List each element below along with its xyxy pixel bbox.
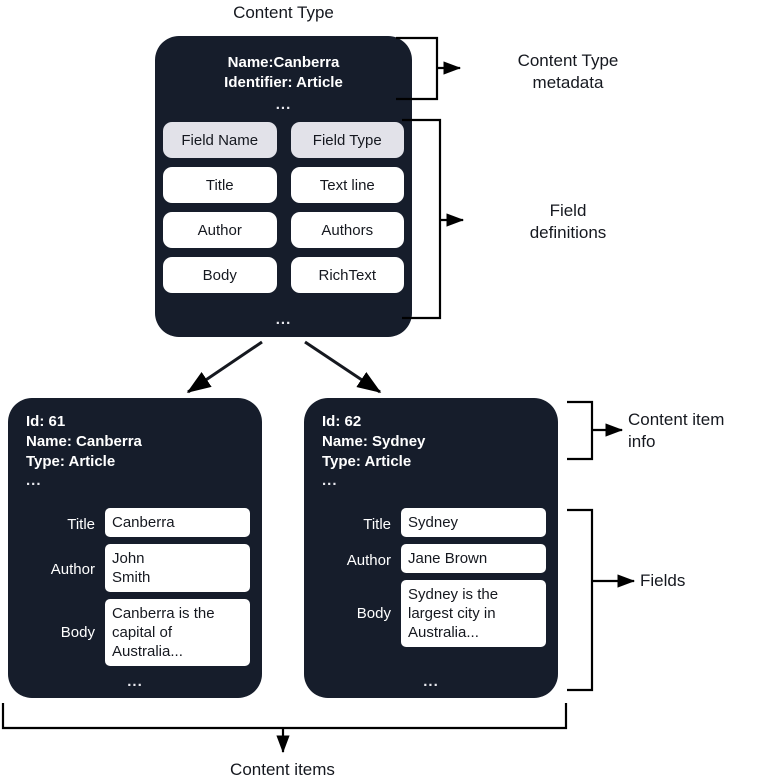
bracket-fields: [567, 508, 636, 692]
content-item-field-value-title-61[interactable]: Canberra: [105, 508, 250, 537]
content-item-field-value-body-61[interactable]: Canberra is the capital of Australia...: [105, 599, 250, 666]
field-row-author-type: Authors: [290, 212, 404, 248]
arrow-to-content-item-61: [186, 340, 263, 394]
content-type-meta-ellipsis: ...: [275, 96, 292, 113]
content-item-field-value-author-62[interactable]: Jane Brown: [401, 544, 546, 573]
content-item-info-block-61: Id: 61 Name: Canberra Type: Article: [26, 412, 142, 472]
content-item-fields-61: Title Canberra Author John Smith Body Ca…: [20, 508, 250, 673]
content-item-field-body-61: Body Canberra is the capital of Australi…: [20, 599, 250, 666]
content-item-name-61: Name: Canberra: [26, 433, 142, 450]
content-type-identifier: Identifier: Article: [224, 74, 343, 91]
content-item-type-61: Type: Article: [26, 453, 116, 470]
field-table-header-name: Field Name: [163, 122, 277, 158]
annotation-fields: Fields: [640, 571, 686, 590]
content-item-card-61: Id: 61 Name: Canberra Type: Article ... …: [8, 398, 262, 698]
content-item-card-62: Id: 62 Name: Sydney Type: Article ... Ti…: [304, 398, 558, 698]
bracket-content-items: [1, 703, 568, 754]
content-item-name-62: Name: Sydney: [322, 433, 426, 450]
content-type-metadata-block: Name:Canberra Identifier: Article: [155, 53, 412, 93]
content-item-head-ellipsis-62: ...: [322, 472, 338, 489]
content-item-field-body-62: Body Sydney is the largest city in Austr…: [316, 580, 546, 647]
content-item-bottom-ellipsis-61: ...: [127, 673, 143, 690]
content-item-head-ellipsis-61: ...: [26, 472, 42, 489]
content-item-field-label-author-61: Author: [50, 561, 95, 578]
content-item-field-author-62: Author Jane Brown: [316, 544, 546, 573]
arrow-to-content-item-62: [304, 340, 382, 394]
diagram-top-title: Content Type: [233, 3, 334, 22]
content-item-fields-62: Title Sydney Author Jane Brown Body Sydn…: [316, 508, 546, 654]
content-item-field-title-62: Title Sydney: [316, 508, 546, 537]
content-item-field-label-body-61: Body: [60, 624, 95, 641]
content-item-id-61: Id: 61: [26, 413, 66, 430]
field-row-title-name: Title: [163, 167, 277, 203]
content-type-bottom-ellipsis: ...: [275, 311, 292, 328]
content-item-field-label-title-61: Title: [67, 516, 95, 533]
content-item-field-author-61: Author John Smith: [20, 544, 250, 592]
content-item-field-value-title-62[interactable]: Sydney: [401, 508, 546, 537]
annotation-field-definitions: Field definitions: [529, 201, 607, 242]
field-row-title-type: Text line: [290, 167, 404, 203]
field-row-body-name: Body: [163, 257, 277, 293]
field-table-header-type: Field Type: [290, 122, 404, 158]
content-item-field-label-body-62: Body: [356, 605, 391, 622]
field-row-author-name: Author: [163, 212, 277, 248]
content-item-field-label-author-62: Author: [346, 552, 391, 569]
content-type-name: Name:Canberra: [227, 54, 340, 71]
diagram-bottom-title: Content items: [230, 760, 335, 779]
content-item-bottom-ellipsis-62: ...: [423, 673, 439, 690]
annotation-content-item-info: Content item info: [628, 410, 725, 451]
content-item-field-value-body-62[interactable]: Sydney is the largest city in Australia.…: [401, 580, 546, 647]
content-type-card: Name:Canberra Identifier: Article ... Fi…: [155, 36, 412, 337]
bracket-content-item-info: [567, 400, 624, 461]
content-item-field-title-61: Title Canberra: [20, 508, 250, 537]
field-definitions-table: Field Name Field Type Title Text line Au…: [163, 122, 404, 293]
annotation-content-type-metadata: Content Type metadata: [517, 51, 619, 92]
content-item-info-block-62: Id: 62 Name: Sydney Type: Article: [322, 412, 425, 472]
content-item-id-62: Id: 62: [322, 413, 362, 430]
content-item-type-62: Type: Article: [322, 453, 412, 470]
field-row-body-type: RichText: [290, 257, 404, 293]
content-item-field-value-author-61[interactable]: John Smith: [105, 544, 250, 592]
content-item-field-label-title-62: Title: [363, 516, 391, 533]
